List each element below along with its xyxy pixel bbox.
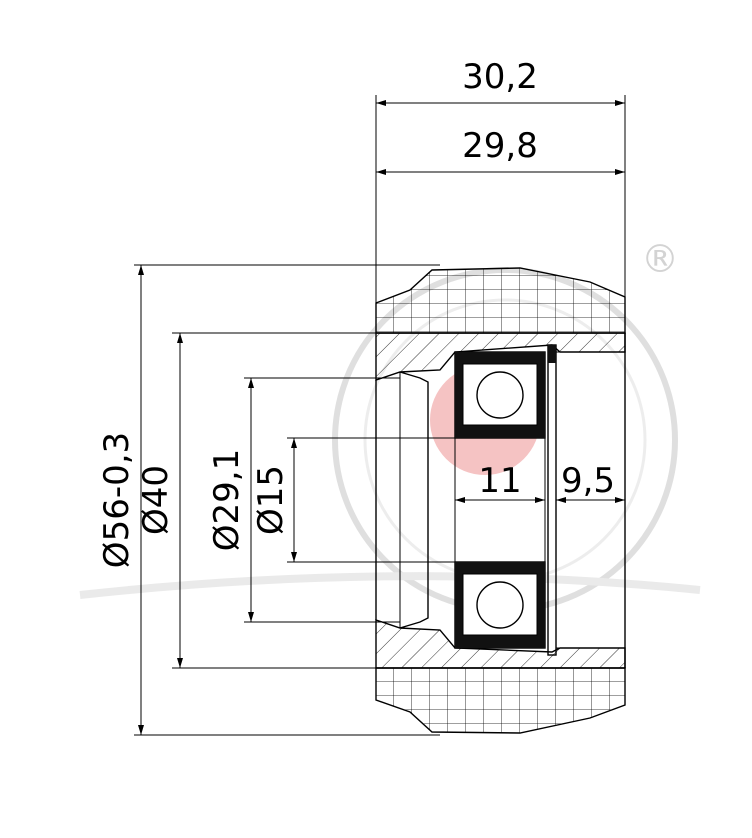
dim-offset-width: 9,5 [561,461,615,501]
dim-bearing-bore-diameter: Ø15 [251,465,291,535]
bore-taper-top [399,371,429,629]
dim-bearing-width: 11 [478,461,521,501]
bearing-top [454,351,546,439]
dim-bore-taper-diameter: Ø29,1 [207,449,247,551]
dim-overall-width: 30,2 [462,57,538,97]
dim-tread-width: 29,8 [462,126,538,166]
tyre-top-section [375,267,626,334]
retaining-ring [547,344,557,656]
dim-outer-diameter: Ø56-0,3 [97,432,137,568]
watermark-registered-mark: ® [641,237,679,281]
dim-hub-diameter: Ø40 [136,465,176,535]
bearing-bottom [454,561,546,649]
tyre-bottom-section [375,667,626,734]
